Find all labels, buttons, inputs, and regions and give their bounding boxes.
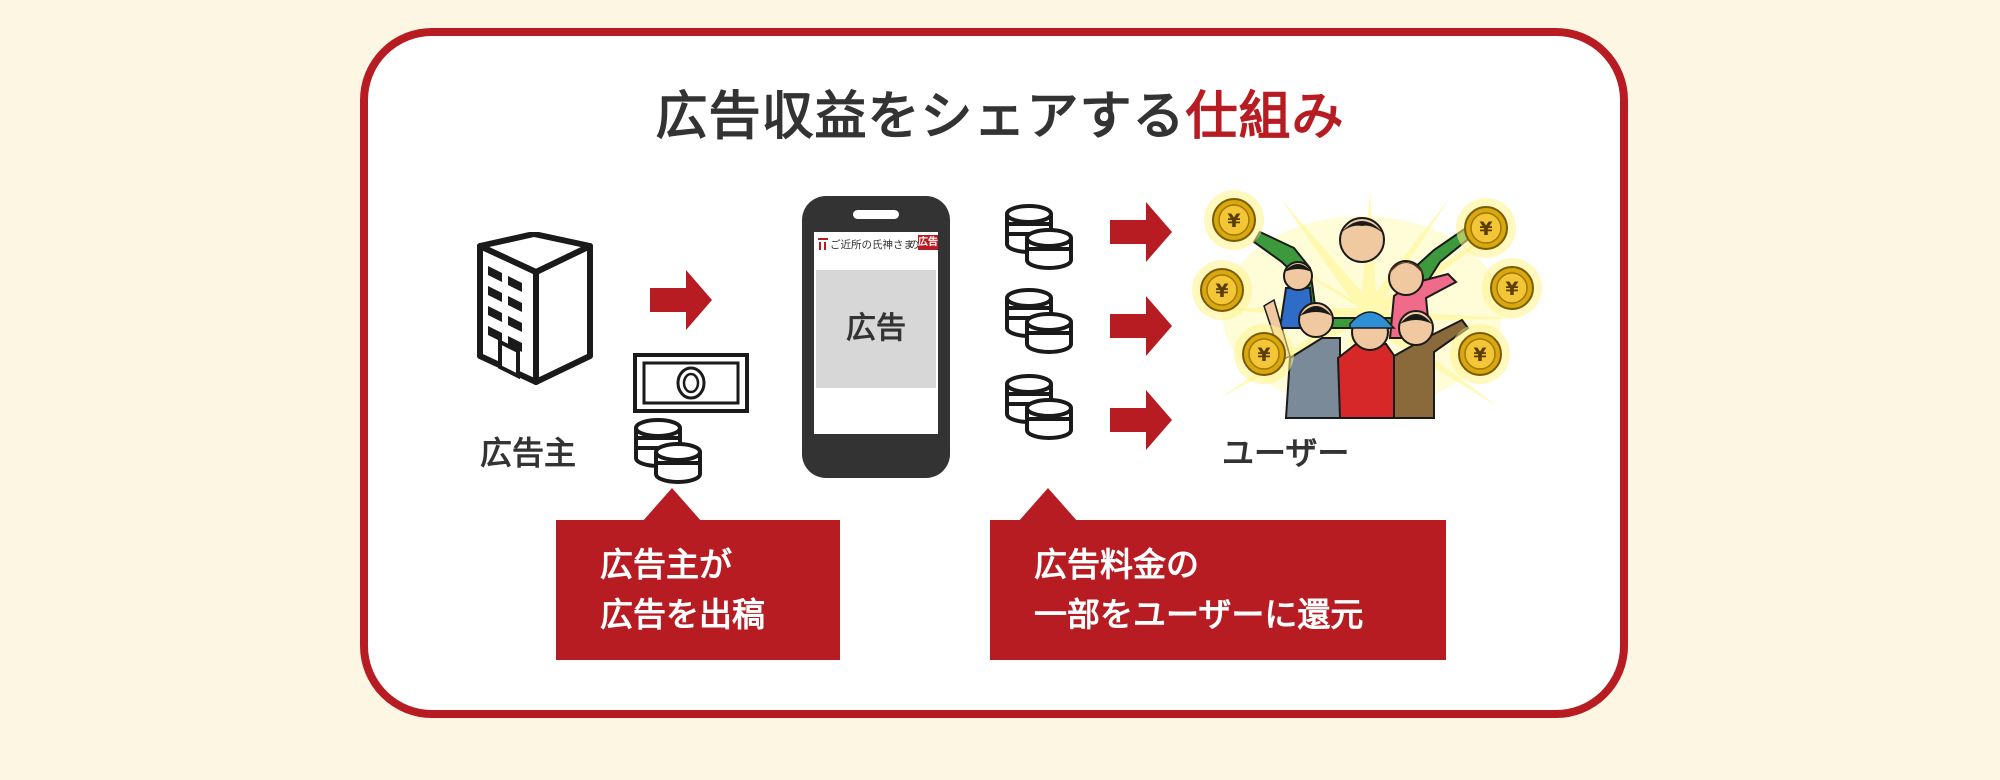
title-accent: 仕組み bbox=[1186, 87, 1345, 147]
yen-coin-icon bbox=[1448, 322, 1512, 386]
ad-area: 広告 bbox=[816, 270, 936, 388]
phone-header-text: ご近所の氏神さま bbox=[830, 237, 914, 252]
callout-line: 広告料金の bbox=[1034, 540, 1446, 590]
ad-label: 広告 bbox=[816, 270, 936, 388]
callout-pointer bbox=[640, 486, 704, 522]
yen-coin-icon bbox=[1190, 258, 1254, 322]
yen-coin-icon bbox=[1202, 188, 1266, 252]
title-main: 広告収益をシェアする bbox=[655, 87, 1185, 147]
callout-users: 広告料金の 一部をユーザーに還元 bbox=[990, 520, 1446, 660]
smartphone-icon: ご近所の氏神さま の 広告 広告 bbox=[802, 196, 950, 478]
yen-coin-icon bbox=[1232, 322, 1296, 386]
phone-speaker bbox=[853, 210, 899, 219]
arrow-right-icon bbox=[1110, 292, 1172, 360]
callout-pointer bbox=[1016, 486, 1080, 522]
coin-stack-icon bbox=[634, 418, 706, 486]
callout-advertiser: 広告主が 広告を出稿 bbox=[556, 520, 840, 660]
callout-line: 広告を出稿 bbox=[600, 590, 840, 640]
arrow-right-icon bbox=[650, 266, 712, 334]
phone-screen: ご近所の氏神さま の 広告 広告 bbox=[814, 232, 938, 434]
diagram-title: 広告収益をシェアする仕組み bbox=[0, 74, 2000, 149]
yen-coin-icon bbox=[1480, 256, 1544, 320]
arrow-right-icon bbox=[1110, 386, 1172, 454]
users-label: ユーザー bbox=[1222, 428, 1349, 474]
yen-coin-icon bbox=[1454, 196, 1518, 260]
callout-line: 一部をユーザーに還元 bbox=[1034, 590, 1446, 640]
arrow-right-icon bbox=[1110, 198, 1172, 266]
torii-icon bbox=[818, 238, 828, 250]
phone-header-badge: 広告 bbox=[918, 235, 938, 250]
advertiser-label: 広告主 bbox=[480, 428, 576, 474]
coin-stack-icon bbox=[1005, 204, 1077, 272]
coin-stack-icon bbox=[1005, 288, 1077, 356]
banknote-icon bbox=[632, 352, 750, 414]
callout-line: 広告主が bbox=[600, 540, 840, 590]
building-icon bbox=[474, 232, 600, 390]
coin-stack-icon bbox=[1005, 374, 1077, 442]
